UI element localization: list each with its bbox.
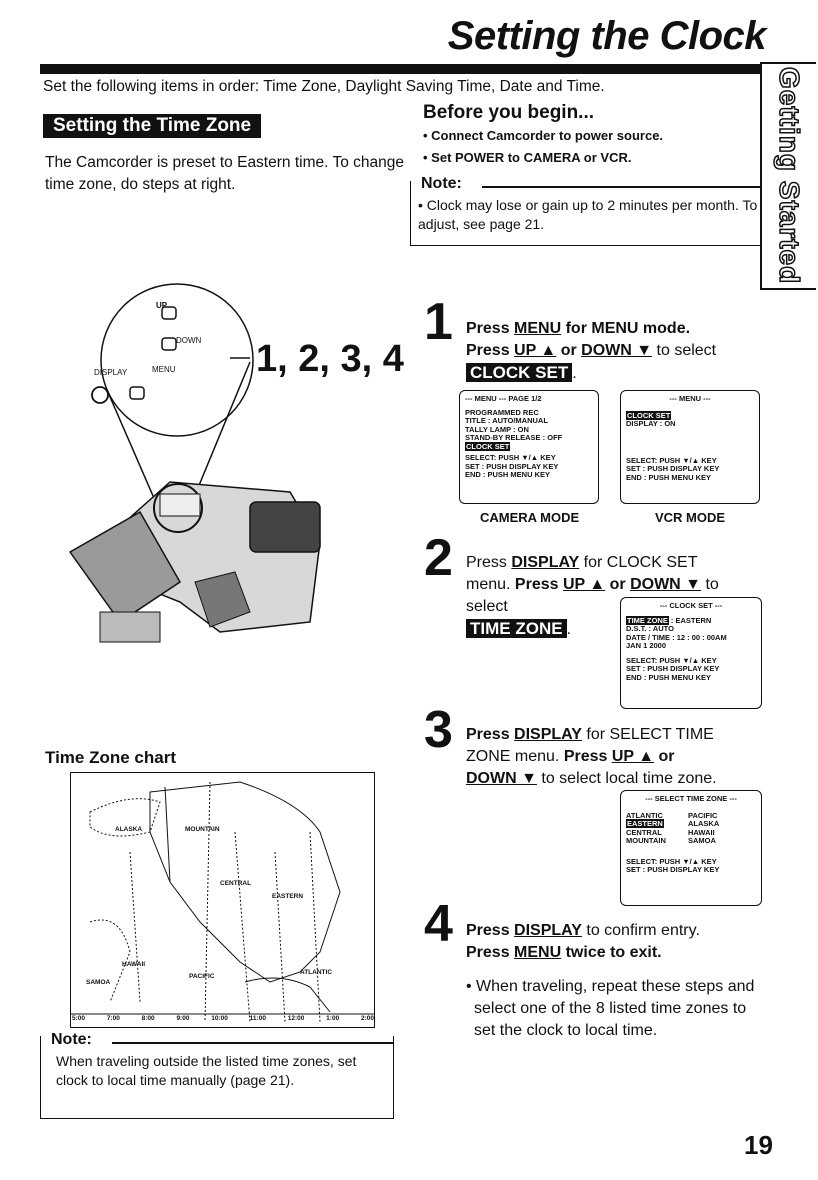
preset-text: The Camcorder is preset to Eastern time.… — [45, 154, 404, 193]
up-button-icon — [161, 306, 177, 320]
before-item: • Connect Camcorder to power source. — [423, 128, 664, 143]
page-number: 19 — [744, 1130, 773, 1160]
note-text: When traveling outside the listed time z… — [56, 1053, 357, 1088]
note-box — [40, 1036, 394, 1119]
step-number: 2 — [424, 529, 453, 587]
select-time-zone-screen: --- SELECT TIME ZONE --- ATLANTIC EASTER… — [620, 790, 762, 906]
step-2-text: Press DISPLAY for CLOCK SET menu. Press … — [466, 554, 719, 638]
step-1-text: Press MENU for MENU mode. Press UP ▲ or … — [466, 320, 717, 382]
before-title: Before you begin... — [423, 102, 595, 123]
tz-region-label: HAWAII — [122, 961, 146, 968]
down-button-icon — [161, 337, 177, 351]
step-4-bullet: • When traveling, repeat these steps and… — [466, 978, 755, 1039]
tz-region-label: EASTERN — [272, 893, 304, 900]
note-label: Note: — [419, 175, 464, 193]
tz-time: 1:00 — [326, 1015, 340, 1022]
step-2-highlight: TIME ZONE — [466, 619, 567, 638]
time-zone-chart-title: Time Zone chart — [45, 748, 176, 767]
tz-time: 2:00 — [360, 1015, 374, 1022]
section-heading-label: Setting the Time Zone — [43, 114, 262, 138]
page-title: Setting the Clock — [447, 14, 767, 58]
tz-time: 7:00 — [106, 1015, 120, 1022]
step-4-text: Press DISPLAY to confirm entry. Press ME… — [466, 920, 766, 1042]
note-rule — [482, 186, 762, 188]
display-label: DISPLAY — [94, 368, 128, 377]
tz-region-label: CENTRAL — [220, 880, 252, 887]
tz-time: 9:00 — [176, 1015, 190, 1022]
down-label: DOWN — [176, 336, 202, 345]
menu-button-icon — [129, 386, 145, 400]
note-rule — [112, 1042, 393, 1044]
step-number: 1 — [424, 293, 453, 351]
vcr-mode-label: VCR MODE — [655, 510, 726, 525]
tz-time: 8:00 — [141, 1015, 155, 1022]
tz-region-label: MOUNTAIN — [185, 826, 220, 833]
tz-region-label: SAMOA — [86, 979, 111, 986]
camera-mode-screen: --- MENU --- PAGE 1/2 PROGRAMMED REC TIT… — [459, 390, 599, 504]
step-3-text: Press DISPLAY for SELECT TIME ZONE menu.… — [466, 726, 717, 787]
display-button-icon — [91, 386, 109, 404]
vcr-mode-screen: --- MENU --- CLOCK SET DISPLAY : ON SELE… — [620, 390, 760, 504]
tz-time-row: 5:00 7:00 8:00 9:00 10:00 11:00 12:00 1:… — [72, 1015, 374, 1022]
section-tab-label: Getting Started — [773, 67, 806, 286]
camera-mode-label: CAMERA MODE — [480, 510, 580, 525]
time-zone-map — [70, 772, 375, 1028]
step-1-highlight: CLOCK SET — [466, 363, 573, 382]
title-rule — [40, 64, 762, 74]
clock-set-screen: --- CLOCK SET --- TIME ZONE : EASTERN D.… — [620, 597, 762, 709]
up-label: UP — [156, 301, 168, 310]
note-label: Note: — [49, 1031, 94, 1049]
camcorder-illustration — [68, 283, 321, 643]
step-number: 3 — [424, 701, 453, 759]
tz-time: 11:00 — [249, 1015, 266, 1022]
menu-label: MENU — [152, 365, 176, 374]
tz-region-label: ATLANTIC — [300, 969, 333, 976]
section-heading: Setting the Time Zone — [43, 114, 262, 138]
before-item: • Set POWER to CAMERA or VCR. — [423, 150, 632, 165]
intro-text: Set the following items in order: Time Z… — [43, 78, 605, 95]
note-text: • Clock may lose or gain up to 2 minutes… — [418, 197, 758, 232]
tz-time: 12:00 — [287, 1015, 305, 1022]
note-box — [410, 181, 762, 246]
tz-region-label: PACIFIC — [189, 973, 215, 980]
tz-time: 10:00 — [211, 1015, 228, 1022]
step-callout: 1, 2, 3, 4 — [256, 338, 404, 380]
tz-time: 5:00 — [72, 1015, 86, 1022]
section-tab: Getting Started — [760, 62, 816, 290]
step-number: 4 — [424, 895, 453, 953]
tz-region-label: ALASKA — [115, 826, 143, 833]
